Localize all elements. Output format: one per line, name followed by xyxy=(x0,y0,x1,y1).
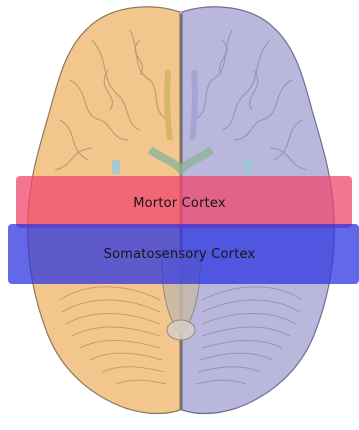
somatosensory-cortex-label: Somatosensory Cortex xyxy=(0,247,359,262)
right-temporal-vessel xyxy=(244,160,252,174)
left-temporal-vessel xyxy=(112,160,120,174)
left-olfactory-tract xyxy=(167,70,170,140)
motor-cortex-label: Mortor Cortex xyxy=(0,196,359,211)
medulla xyxy=(167,320,195,340)
right-olfactory-tract xyxy=(192,70,195,140)
